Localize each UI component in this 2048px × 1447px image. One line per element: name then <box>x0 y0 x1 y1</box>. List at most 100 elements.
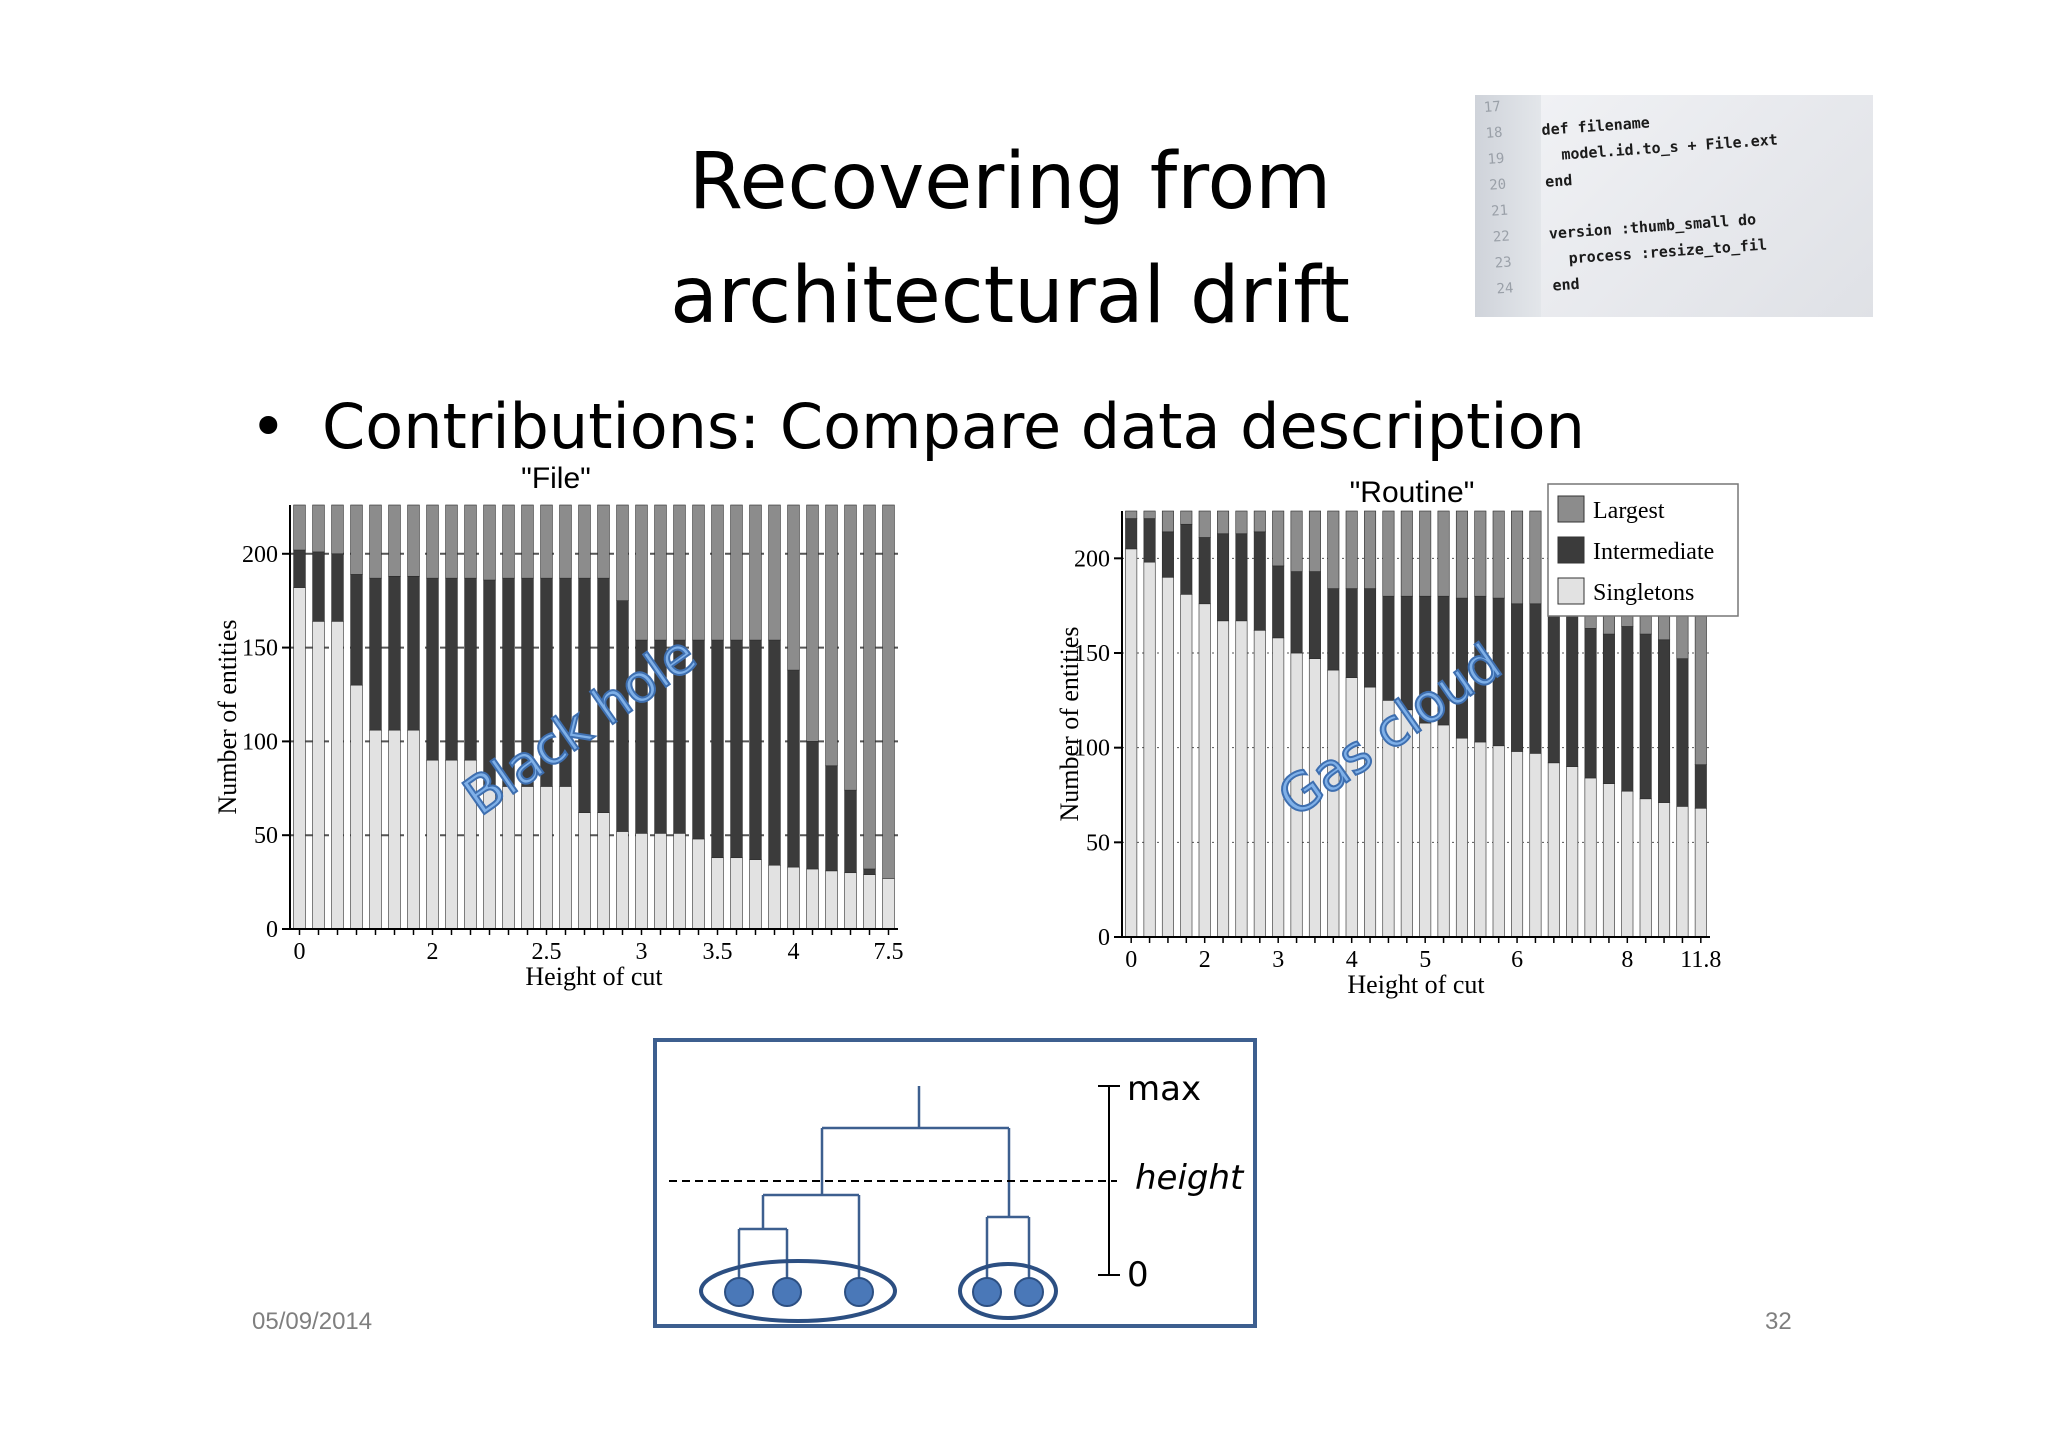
bar-segment-singletons <box>749 859 762 930</box>
height-axis <box>1098 1085 1120 1276</box>
leaf-node <box>772 1277 802 1307</box>
bar-segment-largest <box>559 504 572 579</box>
bar-segment-intermediate <box>1676 658 1689 807</box>
bar-segment-largest <box>350 504 363 575</box>
bar-segment-largest <box>1455 510 1468 599</box>
y-tick-label: 150 <box>242 636 278 662</box>
bar-segment-largest <box>654 504 667 641</box>
y-tick-label: 50 <box>254 823 278 849</box>
label-height: height <box>1135 1158 1245 1198</box>
bar-segment-singletons <box>1253 629 1266 938</box>
bar-segment-intermediate <box>1180 523 1193 595</box>
bar-segment-singletons <box>711 857 724 930</box>
x-tick-label: 2 <box>1199 947 1211 973</box>
bar-segment-largest <box>369 504 382 579</box>
bar-segment-largest <box>578 504 591 579</box>
bar-segment-singletons <box>1419 722 1432 938</box>
y-axis-label: Number of entities <box>213 620 242 815</box>
bar-segment-singletons <box>350 684 363 930</box>
bar-segment-intermediate <box>1658 639 1671 803</box>
y-tick-label: 0 <box>1098 925 1110 951</box>
bar-segment-singletons <box>1529 753 1542 938</box>
bar-segment-singletons <box>1125 548 1138 938</box>
bar-segment-largest <box>1419 510 1432 597</box>
x-axis-label: Height of cut <box>1347 970 1485 999</box>
bar-segment-largest <box>692 504 705 641</box>
bar-segment-singletons <box>578 812 591 930</box>
bar-segment-intermediate <box>445 577 458 761</box>
cluster-ellipse-left <box>699 1259 897 1323</box>
bar-segment-largest <box>1474 510 1487 597</box>
bar-segment-intermediate <box>1345 588 1358 678</box>
x-tick-label: 7.5 <box>874 939 904 965</box>
x-tick-label: 3 <box>636 939 648 965</box>
bar-segment-singletons <box>312 621 325 930</box>
y-tick-label: 100 <box>242 729 278 755</box>
x-tick-label: 2.5 <box>532 939 562 965</box>
bar-segment-largest <box>1492 510 1505 599</box>
bar-segment-largest <box>1308 510 1321 572</box>
bar-segment-singletons <box>1198 603 1211 938</box>
bar-segment-largest <box>502 504 515 579</box>
y-tick-label: 150 <box>1074 641 1110 667</box>
bar-segment-largest <box>673 504 686 641</box>
bar-segment-singletons <box>844 872 857 930</box>
y-tick-label: 0 <box>266 917 278 943</box>
leaf-node <box>724 1277 754 1307</box>
x-tick-label: 4 <box>788 939 800 965</box>
footer-date: 05/09/2014 <box>252 1308 373 1335</box>
bar-segment-singletons <box>1161 576 1174 938</box>
bar-segment-largest <box>445 504 458 579</box>
bar-segment-largest <box>1198 510 1211 538</box>
bar-segment-largest <box>483 504 496 581</box>
bar-segment-singletons <box>635 833 648 930</box>
bar-segment-largest <box>749 504 762 641</box>
bar-segment-intermediate <box>1547 607 1560 764</box>
bar-segment-intermediate <box>844 789 857 874</box>
bar-segment-largest <box>730 504 743 641</box>
bar-segment-singletons <box>1584 777 1597 938</box>
bar-segment-intermediate <box>1161 531 1174 578</box>
x-tick-label: 5 <box>1419 947 1431 973</box>
x-tick-label: 0 <box>1125 947 1137 973</box>
bar-segment-singletons <box>1345 677 1358 938</box>
legend-label: Singletons <box>1593 580 1694 606</box>
bar-segment-largest <box>464 504 477 579</box>
bar-segment-singletons <box>597 812 610 930</box>
bar-segment-singletons <box>1235 620 1248 938</box>
bar-segment-largest <box>312 504 325 553</box>
bar-segment-largest <box>863 504 876 870</box>
bar-segment-singletons <box>559 786 572 930</box>
bar-segment-intermediate <box>369 577 382 731</box>
legend-swatch <box>1557 577 1585 605</box>
bar-segment-intermediate <box>1198 537 1211 605</box>
x-tick-label: 8 <box>1621 947 1633 973</box>
bar-segment-intermediate <box>730 639 743 859</box>
bar-segment-intermediate <box>331 553 344 622</box>
bullet-text: Contributions: Compare data description <box>322 390 1585 463</box>
x-tick-label: 4 <box>1346 947 1358 973</box>
bar-segment-singletons <box>1143 561 1156 938</box>
bar-segment-intermediate <box>350 574 363 686</box>
bar-segment-singletons <box>331 621 344 930</box>
y-axis-label: Number of entities <box>1055 627 1084 822</box>
x-tick-label: 2 <box>427 939 439 965</box>
bar-segment-singletons <box>673 833 686 930</box>
bar-segment-largest <box>711 504 724 641</box>
bar-segment-intermediate <box>464 577 477 761</box>
bar-segment-intermediate <box>1602 633 1615 784</box>
x-tick-label: 11.8 <box>1680 947 1721 973</box>
bar-segment-intermediate <box>863 868 876 875</box>
bar-segment-intermediate <box>1694 764 1707 809</box>
bar-segment-largest <box>407 504 420 577</box>
bar-segment-singletons <box>768 864 781 930</box>
bar-segment-largest <box>388 504 401 577</box>
bar-segment-intermediate <box>1143 518 1156 563</box>
bar-segment-largest <box>1235 510 1248 535</box>
leaf-nodes <box>724 1277 1044 1307</box>
bar-segment-singletons <box>369 729 382 930</box>
bar-segment-singletons <box>1547 762 1560 938</box>
bar-segment-intermediate <box>1235 533 1248 622</box>
